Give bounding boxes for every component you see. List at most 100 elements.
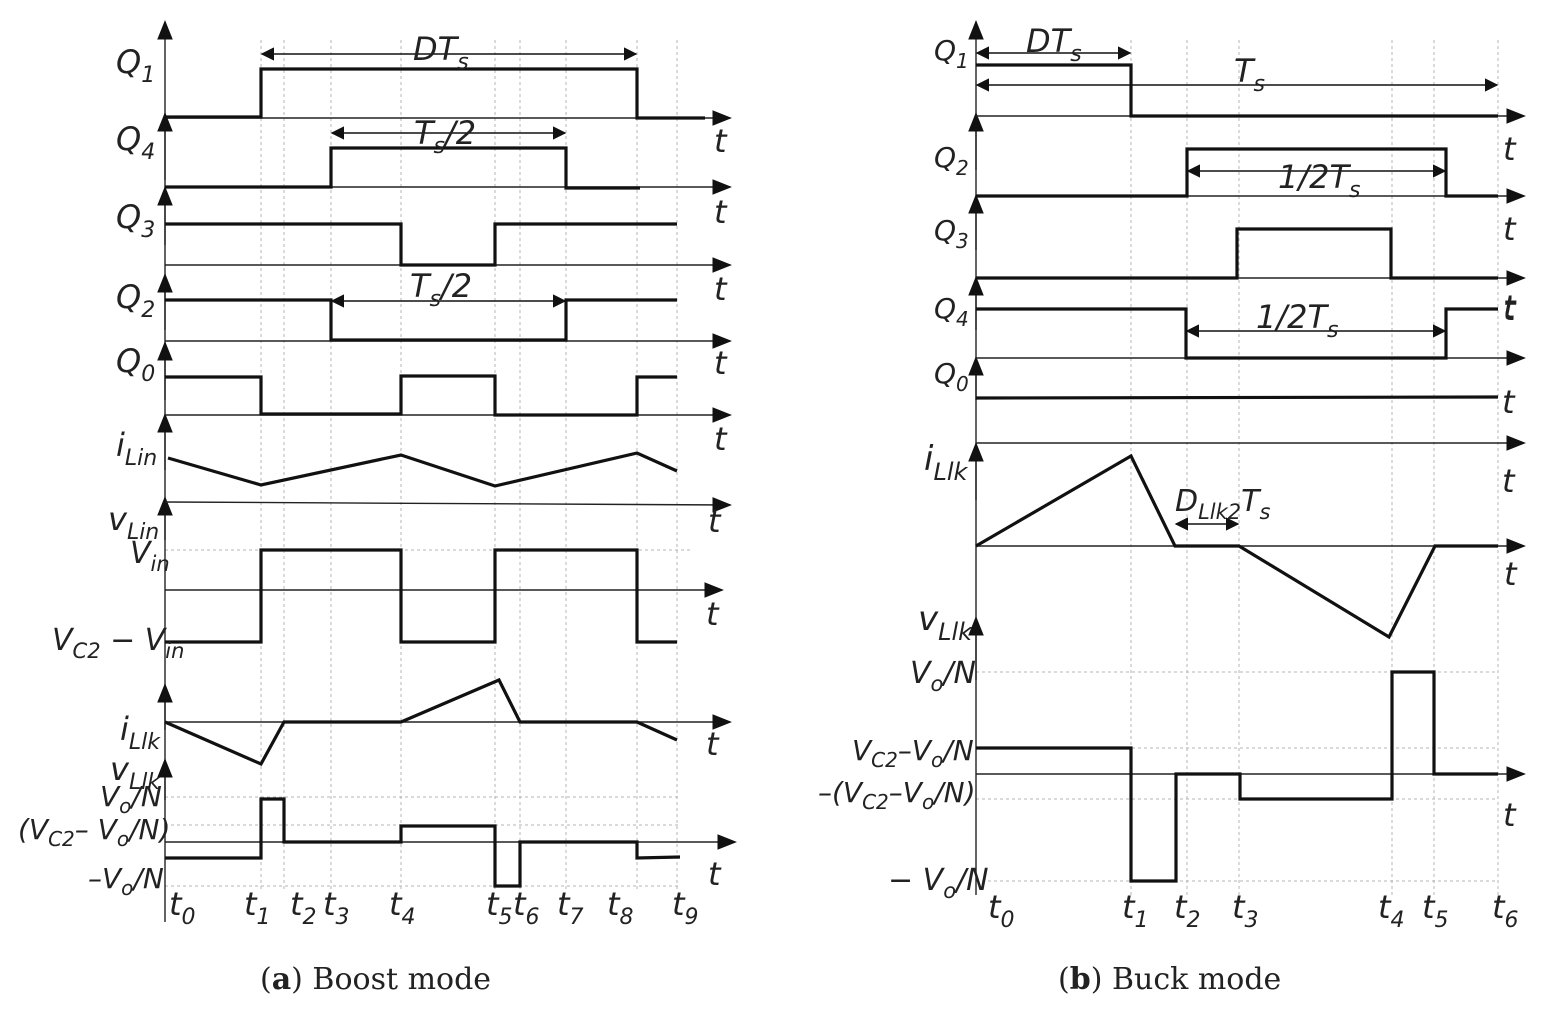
panel-b-wave-q2 xyxy=(976,147,1498,198)
panel-a-t-label-5: t xyxy=(714,420,728,458)
panel-a-wave-vlin xyxy=(165,548,677,644)
panel-a-signal-label-q2: Q2 xyxy=(116,278,155,323)
panel-a-boost-mode: DTs Ts/2 Ts/2 Q1Q4Q3Q2Q0iLinvLiniLlkvLlk… xyxy=(18,20,737,997)
panel-a-waveforms xyxy=(164,67,705,888)
panel-b-half-ts-q4-label: 1/2Ts xyxy=(1256,298,1339,343)
panel-a-t-label-1: t xyxy=(714,122,728,160)
panel-a-time-label-t2: t2 xyxy=(290,885,317,930)
panel-b-waveforms xyxy=(975,63,1499,883)
panel-a-wave-q4 xyxy=(165,146,640,190)
panel-b-ts-label: Ts xyxy=(1234,52,1265,97)
panel-a-level-vo-n: Vo/N xyxy=(100,780,162,818)
panel-b-level-vc2-vo-n: VC2–Vo/N xyxy=(852,734,974,772)
panel-b-signal-label-q4: Q4 xyxy=(934,292,969,331)
panel-b-time-grid xyxy=(1130,40,1499,895)
panel-a-signal-label-vlin: vLin xyxy=(108,500,159,545)
panel-a-t-label-6: t xyxy=(708,502,722,540)
panel-a-signal-label-ilk: iLlk xyxy=(120,710,161,755)
panel-b-time-label-t4: t4 xyxy=(1378,888,1405,933)
panel-a-signal-label-q3: Q3 xyxy=(116,198,155,243)
panel-a-t-label-4: t xyxy=(714,344,728,382)
panel-a-time-label-t6: t6 xyxy=(513,885,540,930)
panel-a-t-label-9: t xyxy=(708,855,722,893)
panel-a-ts2-q4-label: Ts/2 xyxy=(414,114,476,159)
panel-a-signal-label-vlk: vLlk xyxy=(110,750,161,795)
panel-b-caption: (b) Buck mode xyxy=(1058,962,1281,997)
panel-b-signal-label-q0: Q0 xyxy=(934,357,969,396)
panel-a-time-axes xyxy=(164,110,737,850)
panel-b-level-neg-vc2-vo-n: –(VC2–Vo/N) xyxy=(818,776,976,814)
panel-b-signal-label-vlk: vLlk xyxy=(918,599,973,646)
panel-a-signal-label-q1: Q1 xyxy=(116,43,155,88)
panel-a-t-label-7: t xyxy=(706,595,720,633)
panel-b-t-label-7: t xyxy=(1504,555,1518,593)
panel-b-time-label-t3: t3 xyxy=(1232,888,1259,933)
panel-b-wave-q3 xyxy=(976,227,1498,280)
panel-b-signal-label-q1: Q1 xyxy=(934,34,969,73)
panel-b-dllk2-label: DLlk2Ts xyxy=(1175,484,1271,524)
panel-b-t-label-8: t xyxy=(1503,796,1517,834)
panel-a-time-label-t3: t3 xyxy=(323,885,350,930)
panel-a-t-label-3: t xyxy=(714,270,728,308)
panel-a-level-neg-vo-n: –Vo/N xyxy=(88,862,164,900)
panel-b-dts-label: DTs xyxy=(1026,22,1082,67)
panel-a-time-label-t4: t4 xyxy=(389,885,416,930)
panel-b-level-grid xyxy=(976,671,1498,882)
panel-b-t-label-6: t xyxy=(1502,462,1516,500)
panel-a-wave-ilin xyxy=(167,451,678,488)
panel-b-level-neg-vo-n: − Vo/N xyxy=(888,863,989,903)
panel-b-wave-vlk xyxy=(976,670,1498,883)
panel-b-time-label-t2: t2 xyxy=(1174,888,1201,933)
panel-a-wave-q1 xyxy=(165,67,705,120)
panel-a-wave-q2 xyxy=(165,298,677,342)
panel-b-time-axes xyxy=(976,108,1526,782)
panel-b-t-label-4: t xyxy=(1503,288,1517,326)
panel-b-signal-label-ilk: iLlk xyxy=(924,439,968,486)
panel-a-time-label-t7: t7 xyxy=(557,885,584,930)
panel-b-half-ts-q2-label: 1/2Ts xyxy=(1278,158,1361,203)
panel-a-time-label-t1: t1 xyxy=(244,885,271,930)
panel-b-t-label-3: t xyxy=(1503,290,1517,328)
panel-a-t-label-2: t xyxy=(714,193,728,231)
panel-a-time-label-t0: t0 xyxy=(169,885,196,930)
panel-b-signal-label-q2: Q2 xyxy=(934,141,969,180)
panel-b-time-label-t0: t0 xyxy=(988,888,1015,933)
panel-b-t-label-5: t xyxy=(1502,383,1516,421)
panel-a-t-label-8: t xyxy=(706,725,720,763)
panel-a-time-label-t5: t5 xyxy=(486,885,513,930)
panel-a-wave-ilk xyxy=(164,677,678,767)
panel-a-time-label-t8: t8 xyxy=(607,885,634,930)
panel-b-dimension-arrows xyxy=(975,46,1499,531)
panel-a-level-vin: Vin xyxy=(130,536,170,576)
panel-a-level-grid xyxy=(165,549,690,887)
panel-a-wave-q3 xyxy=(165,222,677,267)
panel-a-signal-label-q0: Q0 xyxy=(116,342,155,387)
panel-a-wave-q0 xyxy=(165,374,677,417)
panel-b-time-label-t1: t1 xyxy=(1122,888,1149,933)
panel-b-t-label-2: t xyxy=(1503,210,1517,248)
panel-b-t-label-1: t xyxy=(1503,130,1517,168)
panel-b-wave-q4 xyxy=(976,307,1498,360)
panel-a-signal-label-ilin: iLin xyxy=(116,426,157,471)
panel-a-level-vc2-minus-vin: VC2 − Vin xyxy=(52,623,184,663)
panel-b-signal-label-q3: Q3 xyxy=(934,214,969,253)
panel-b-time-label-t5: t5 xyxy=(1422,888,1449,933)
panel-a-time-label-t9: t9 xyxy=(672,885,699,930)
panel-b-wave-q0 xyxy=(975,395,1499,400)
panel-b-level-vo-n: Vo/N xyxy=(910,656,976,696)
panel-a-dimension-arrows xyxy=(260,47,638,308)
panel-a-level-vc2-vo-n: (VC2– Vo/N) xyxy=(18,813,170,851)
panel-a-ts2-q2-label: Ts/2 xyxy=(410,267,472,312)
panel-b-wave-ilk xyxy=(975,453,1498,640)
panel-b-time-label-t6: t6 xyxy=(1492,888,1519,933)
panel-a-wave-vlk xyxy=(165,797,681,888)
panel-b-time-instant-labels: t0 t1 t2 t3 t4 t5 t6 xyxy=(988,888,1519,933)
panel-a-caption: (a) Boost mode xyxy=(260,962,491,997)
